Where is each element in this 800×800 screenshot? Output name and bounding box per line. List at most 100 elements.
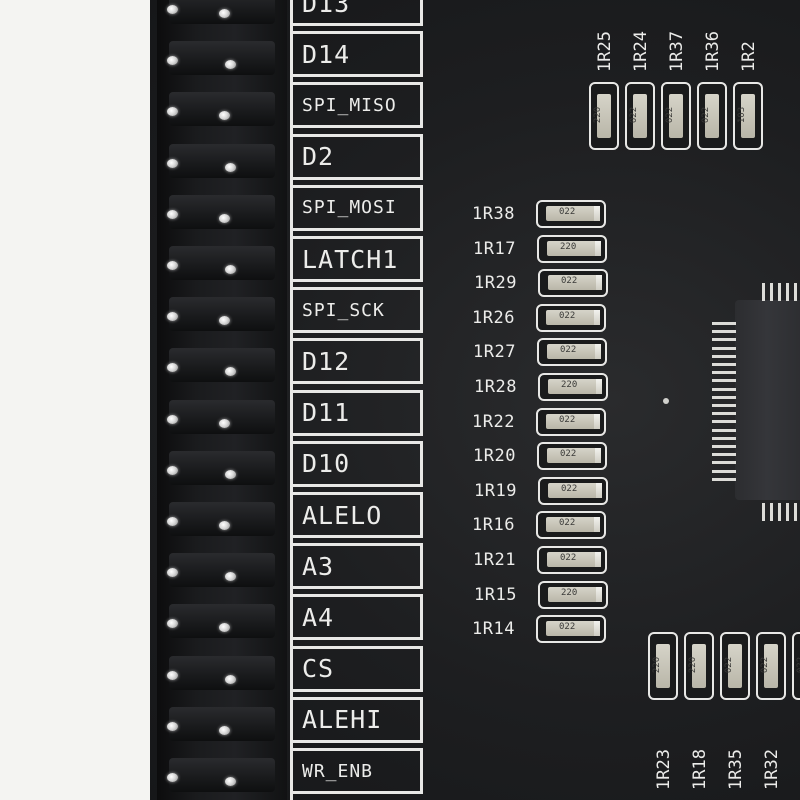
smd-resistor: 022: [547, 552, 597, 567]
resistor-code: 022: [796, 656, 800, 674]
resistor-label: 1R26: [472, 307, 515, 328]
header-pin: [167, 261, 178, 270]
smd-resistor: 103: [737, 94, 755, 138]
resistor-code: 220: [561, 587, 578, 598]
resistor-label: 1R21: [473, 550, 516, 570]
ic-pin: [712, 461, 736, 465]
header-pin: [167, 414, 178, 424]
header-pin: [167, 5, 178, 14]
pin-row: [157, 443, 287, 493]
ic-pin: [712, 404, 736, 407]
ic-pin: [770, 283, 773, 301]
smd-resistor: 022: [547, 448, 597, 464]
pin-row: [157, 545, 287, 595]
ic-pin: [712, 363, 736, 366]
resistor-end-cap: [595, 344, 601, 360]
ic-pin: [712, 453, 736, 457]
smd-resistor: 220: [652, 644, 670, 688]
ic-pin: [712, 412, 736, 416]
ic-pin: [712, 477, 736, 481]
smd-resistor: 022: [547, 344, 597, 360]
resistor-code: 022: [559, 414, 576, 425]
resistor-label: 1R20: [473, 446, 516, 467]
resistor-label: 1R28: [474, 377, 517, 397]
pin-row-housing: [169, 706, 275, 741]
header-pin: [219, 213, 230, 223]
ic-pin: [762, 503, 765, 521]
header-label: A4: [290, 594, 423, 641]
resistor-label: 1R14: [472, 619, 515, 640]
smd-resistor: 022: [760, 644, 778, 688]
ic-pin: [712, 354, 736, 358]
resistor-pad: 220: [648, 632, 678, 700]
pin-row: [157, 136, 287, 186]
smd-resistor: 220: [688, 644, 706, 688]
header-pin: [167, 465, 178, 475]
resistor-end-cap: [596, 586, 602, 602]
resistor-code: 103: [737, 106, 748, 124]
ic-chip: [735, 300, 800, 500]
ic-pin: [778, 503, 781, 521]
header-pin: [225, 367, 236, 377]
resistor-end-cap: [594, 517, 600, 533]
header-label: SPI_MISO: [290, 82, 423, 129]
ic-pin: [712, 330, 736, 334]
header-pin: [219, 521, 230, 530]
resistor-pad: 022: [536, 511, 606, 540]
pin-row-housing: [169, 41, 275, 76]
resistor-code: 022: [665, 106, 676, 124]
resistor-pad: 220: [589, 82, 619, 150]
header-pin: [219, 9, 230, 18]
ic-pin: [770, 503, 773, 521]
resistor-pad: 022: [756, 632, 786, 700]
resistor-code: 022: [559, 518, 576, 529]
resistor-label: 1R25: [595, 31, 615, 72]
resistor-end-cap: [596, 379, 602, 394]
pin-row: [157, 596, 287, 646]
header-label: D13: [290, 0, 423, 26]
resistor-pad: 022: [536, 407, 606, 436]
resistor-label: 1R37: [667, 31, 687, 72]
pin-row: [157, 340, 287, 390]
header-pin: [225, 162, 236, 172]
header-label: D12: [290, 338, 423, 385]
pin-row-housing: [169, 450, 275, 485]
resistor-pad: 022: [537, 546, 607, 574]
resistor-label: 1R23: [654, 749, 674, 790]
header-label: D14: [290, 31, 423, 78]
resistor-code: 022: [724, 656, 735, 674]
ic-pin: [712, 346, 736, 350]
smd-resistor: 022: [546, 206, 596, 221]
header-pin: [225, 265, 236, 274]
resistor-label: 1R38: [472, 204, 515, 224]
header-pin: [225, 777, 236, 786]
ic-pin: [712, 436, 736, 440]
pin-row-housing: [169, 604, 275, 639]
pin-row: [157, 648, 287, 698]
header-pin: [167, 670, 178, 680]
resistor-end-cap: [594, 621, 600, 637]
smd-resistor: 022: [701, 94, 719, 138]
ic-pin: [712, 371, 736, 375]
resistor-end-cap: [595, 448, 601, 464]
resistor-code: 220: [560, 241, 577, 252]
header-pin: [219, 725, 230, 735]
header-label: D10: [290, 440, 423, 487]
resistor-label: 1R36: [703, 31, 723, 72]
smd-resistor: 022: [546, 517, 596, 533]
resistor-pad: 022: [537, 338, 607, 367]
pin-row-housing: [169, 502, 275, 536]
ic-pin: [712, 379, 736, 383]
header-label: SPI_SCK: [290, 287, 423, 334]
ic-pin: [778, 283, 781, 301]
resistor-end-cap: [594, 413, 600, 429]
resistor-code: 022: [559, 207, 576, 217]
ic-pin: [712, 428, 736, 432]
resistor-code: 022: [561, 483, 578, 494]
ic-pin: [762, 283, 765, 301]
pin-row: [157, 238, 287, 288]
resistor-pad: 022: [537, 442, 607, 471]
resistor-code: 022: [629, 106, 640, 124]
header-pin: [167, 363, 178, 373]
